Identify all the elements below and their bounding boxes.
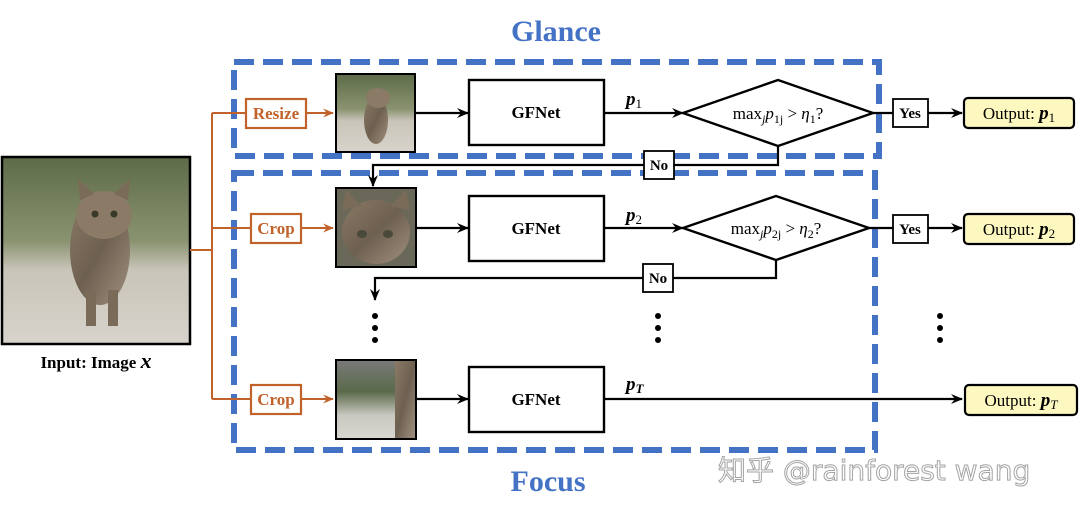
svg-text:maxjp1j > η1?: maxjp1j > η1? (733, 104, 824, 126)
gfnet-box-1: GFNet (467, 78, 606, 147)
glance-title: Glance (511, 15, 601, 48)
focus-title: Focus (511, 465, 586, 498)
svg-text:Output: p1: Output: p1 (983, 103, 1055, 125)
no-label-1: No (643, 150, 675, 180)
output-box-T: Output: pT (963, 383, 1079, 417)
focus-region (231, 170, 878, 453)
p2-label: p2 (624, 205, 642, 227)
svg-text:maxjp2j > η2?: maxjp2j > η2? (731, 219, 822, 241)
svg-text:Crop: Crop (257, 390, 294, 409)
no-path-1 (368, 146, 780, 187)
input-label: Input: Image x (40, 348, 151, 373)
svg-text:Yes: Yes (899, 222, 921, 238)
face-crop-image (335, 187, 417, 268)
no-label-2: No (642, 263, 674, 293)
yes-label-2: Yes (892, 214, 929, 244)
watermark: 知乎 @rainforest wang (718, 454, 1030, 487)
resized-image (335, 73, 416, 153)
svg-text:Yes: Yes (899, 106, 921, 122)
decision-diamond-2: maxjp2j > η2? (679, 194, 873, 262)
output-box-2: Output: p2 (962, 212, 1076, 246)
svg-text:Crop: Crop (257, 219, 294, 238)
pT-label: pT (624, 374, 645, 396)
p1-label: p1 (624, 89, 642, 111)
svg-text:Output: p2: Output: p2 (983, 219, 1055, 241)
svg-text:No: No (649, 271, 667, 287)
svg-text:GFNet: GFNet (511, 219, 560, 238)
decision-diamond-1: maxjp1j > η1? (679, 78, 877, 148)
output-box-1: Output: p1 (962, 96, 1076, 130)
svg-text:Output: pT: Output: pT (985, 390, 1059, 412)
no-path-2 (370, 260, 778, 301)
input-image (0, 155, 192, 346)
svg-text:Resize: Resize (253, 104, 300, 123)
svg-text:GFNet: GFNet (511, 390, 560, 409)
edge-crop-image (335, 359, 417, 440)
ellipsis-column-1 (372, 313, 378, 343)
svg-text:GFNet: GFNet (511, 103, 560, 122)
glance-region (231, 59, 882, 159)
crop-box-T: Crop (249, 383, 303, 416)
crop-box-1: Crop (249, 212, 303, 245)
ellipsis-column-2 (655, 313, 661, 343)
yes-label-1: Yes (892, 98, 929, 128)
gfnet-box-2: GFNet (467, 194, 606, 263)
svg-text:No: No (650, 158, 668, 174)
resize-box: Resize (244, 97, 308, 130)
gfnet-box-T: GFNet (467, 365, 606, 434)
ellipsis-column-3 (937, 313, 943, 343)
